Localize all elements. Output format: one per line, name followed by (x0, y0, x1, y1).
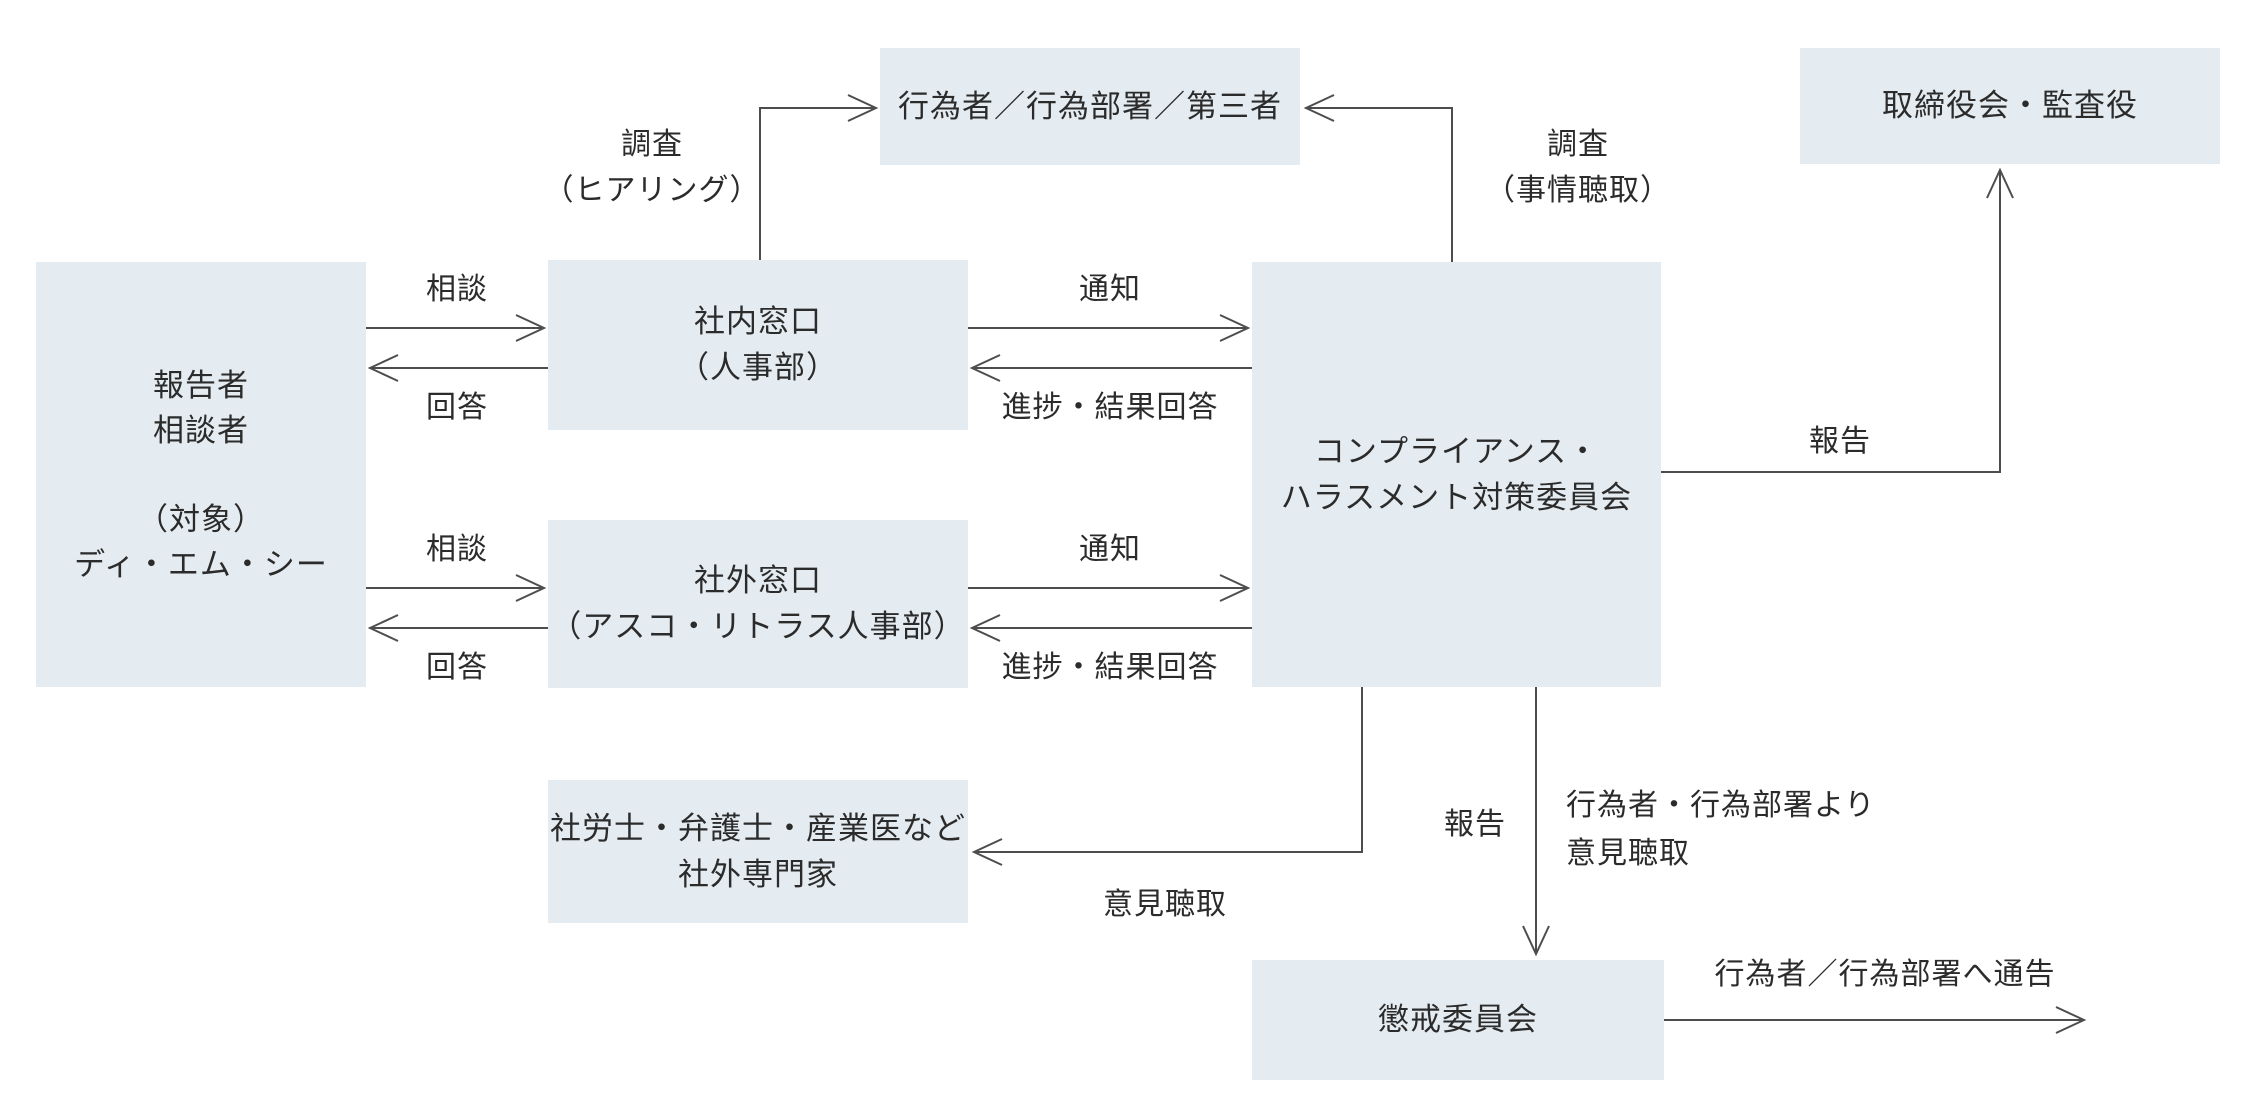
node-external-desk: 社外窓口 （アスコ・リトラス人事部） (548, 520, 968, 688)
label-answer-internal: 回答 (426, 391, 488, 424)
node-disciplinary: 懲戒委員会 (1252, 960, 1664, 1080)
node-internal-desk-line2: （人事部） (678, 350, 838, 385)
connector-investigation-interview (1303, 94, 1453, 262)
node-committee-line1: コンプライアンス・ (1313, 433, 1600, 469)
node-reporter-line2: 相談者 (153, 412, 249, 448)
label-notify-external: 通知 (1079, 533, 1141, 566)
node-actor-line1: 行為者／行為部署／第三者 (898, 88, 1282, 124)
label-investigation-hearing-line2: （ヒアリング） (543, 174, 761, 207)
node-disciplinary-line1: 懲戒委員会 (1378, 1002, 1538, 1037)
label-progress-internal: 進捗・結果回答 (1001, 391, 1219, 424)
node-experts: 社労士・弁護士・産業医など 社外専門家 (548, 780, 968, 923)
node-committee-line2: ハラスメント対策委員会 (1280, 479, 1633, 515)
node-reporter: 報告者 相談者 （対象） ディ・エム・シー (36, 262, 366, 687)
label-opinion-to-experts: 意見聴取 (1103, 888, 1227, 921)
label-investigation-interview-line1: 調査 (1547, 128, 1609, 161)
node-board-line1: 取締役会・監査役 (1882, 88, 2138, 123)
label-consult-external: 相談 (426, 533, 488, 566)
connector-report-to-board (1661, 167, 2014, 473)
label-investigation-interview-line2: （事情聴取） (1485, 174, 1671, 207)
connector-investigation-hearing (759, 94, 879, 260)
label-report-to-disciplinary: 報告 (1444, 808, 1506, 841)
node-board: 取締役会・監査役 (1800, 48, 2220, 164)
label-opinion-from-actor: 行為者・行為部署より 意見聴取 (1566, 782, 1875, 878)
label-investigation-hearing-line1: 調査 (621, 128, 683, 161)
node-reporter-line3: （対象） (137, 501, 265, 537)
node-experts-line2: 社外専門家 (678, 856, 838, 892)
label-opinion-from-actor-line1: 行為者・行為部署より (1566, 789, 1876, 822)
label-notify-internal: 通知 (1079, 273, 1141, 306)
label-report-to-board: 報告 (1809, 425, 1871, 458)
node-reporter-line4: ディ・エム・シー (74, 546, 328, 582)
connector-opinion-to-experts (971, 687, 1363, 866)
label-opinion-from-actor-line2: 意見聴取 (1566, 837, 1690, 870)
label-consult-internal: 相談 (426, 273, 488, 306)
label-notice-to-actor: 行為者／行為部署へ通告 (1714, 958, 2056, 991)
node-internal-desk-line1: 社内窓口 (694, 304, 822, 339)
node-experts-line1: 社労士・弁護士・産業医など (550, 810, 966, 846)
node-committee: コンプライアンス・ ハラスメント対策委員会 (1252, 262, 1661, 687)
label-progress-external: 進捗・結果回答 (1001, 651, 1219, 684)
node-internal-desk: 社内窓口 （人事部） (548, 260, 968, 430)
label-investigation-interview: 調査 （事情聴取） (1485, 122, 1671, 214)
label-investigation-hearing: 調査 （ヒアリング） (544, 122, 761, 214)
node-reporter-line1: 報告者 (153, 367, 249, 403)
label-answer-external: 回答 (426, 651, 488, 684)
node-external-desk-line2: （アスコ・リトラス人事部） (550, 609, 966, 644)
node-actor: 行為者／行為部署／第三者 (880, 48, 1300, 165)
node-external-desk-line1: 社外窓口 (694, 563, 822, 598)
